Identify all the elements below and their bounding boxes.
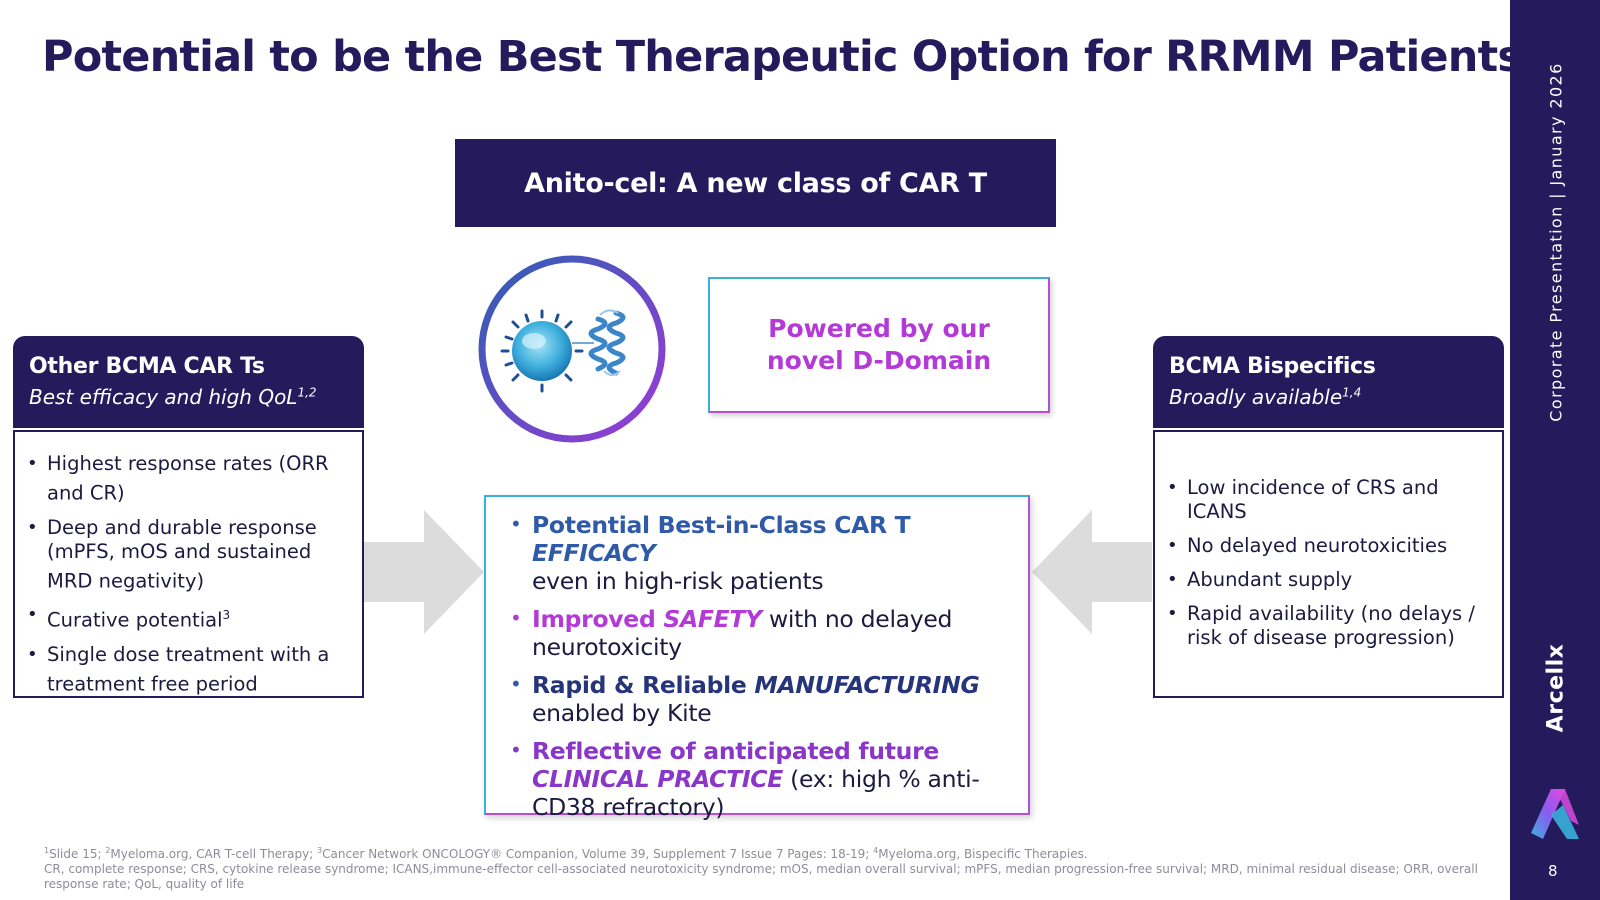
right-arrow-icon <box>364 510 484 634</box>
left-arrow-icon <box>1032 510 1152 634</box>
presentation-date-label: Corporate Presentation | January 2026 <box>1546 62 1566 422</box>
footnotes: 1Slide 15; 2Myeloma.org, CAR T-cell Ther… <box>44 843 1484 892</box>
list-item: Highest response rates (ORR and CR) <box>25 452 352 506</box>
list-item: Deep and durable response (mPFS, mOS and… <box>25 516 352 594</box>
bcma-bispecifics-header: BCMA Bispecifics Broadly available1,4 <box>1153 336 1504 428</box>
anito-cel-banner: Anito-cel: A new class of CAR T <box>455 139 1056 227</box>
molecule-illustration-icon <box>478 255 666 443</box>
page-number: 8 <box>1548 862 1558 880</box>
list-item: Rapid availability (no delays / risk of … <box>1165 602 1492 650</box>
list-item: Single dose treatment with a treatment f… <box>25 643 352 697</box>
footnote-abbreviations: CR, complete response; CRS, cytokine rel… <box>44 862 1478 891</box>
list-item: Curative potential3 <box>25 603 352 633</box>
anito-cel-benefits: Potential Best-in-Class CAR T EFFICACY e… <box>484 495 1030 821</box>
list-item: Reflective of anticipated future CLINICA… <box>510 736 1010 821</box>
d-domain-callout: Powered by our novel D-Domain <box>708 277 1050 413</box>
list-item: Improved SAFETY with no delayed neurotox… <box>510 604 1010 661</box>
list-item: No delayed neurotoxicities <box>1165 534 1492 558</box>
other-bcma-car-t-list: Highest response rates (ORR and CR) Deep… <box>13 430 364 698</box>
d-domain-line-1: Powered by our <box>768 314 990 343</box>
right-card-heading: BCMA Bispecifics <box>1169 354 1376 379</box>
brand-name: Arcellx <box>1543 643 1569 733</box>
right-card-subheading: Broadly available1,4 <box>1169 385 1362 409</box>
page-title: Potential to be the Best Therapeutic Opt… <box>42 32 1523 82</box>
list-item: Abundant supply <box>1165 568 1492 592</box>
list-item: Potential Best-in-Class CAR T EFFICACY e… <box>510 510 1010 595</box>
other-bcma-car-t-header: Other BCMA CAR Ts Best efficacy and high… <box>13 336 364 428</box>
left-card-subheading: Best efficacy and high QoL1,2 <box>29 385 317 409</box>
bcma-bispecifics-list: Low incidence of CRS and ICANS No delaye… <box>1153 430 1504 698</box>
list-item: Rapid & Reliable MANUFACTURING enabled b… <box>510 670 1010 727</box>
list-item: Low incidence of CRS and ICANS <box>1165 476 1492 524</box>
d-domain-line-2: novel D-Domain <box>766 346 992 375</box>
arcellx-logo-icon <box>1531 789 1579 839</box>
footnote-references: 1Slide 15; 2Myeloma.org, CAR T-cell Ther… <box>44 846 1088 861</box>
sidebar <box>1510 0 1600 900</box>
left-card-heading: Other BCMA CAR Ts <box>29 354 265 379</box>
